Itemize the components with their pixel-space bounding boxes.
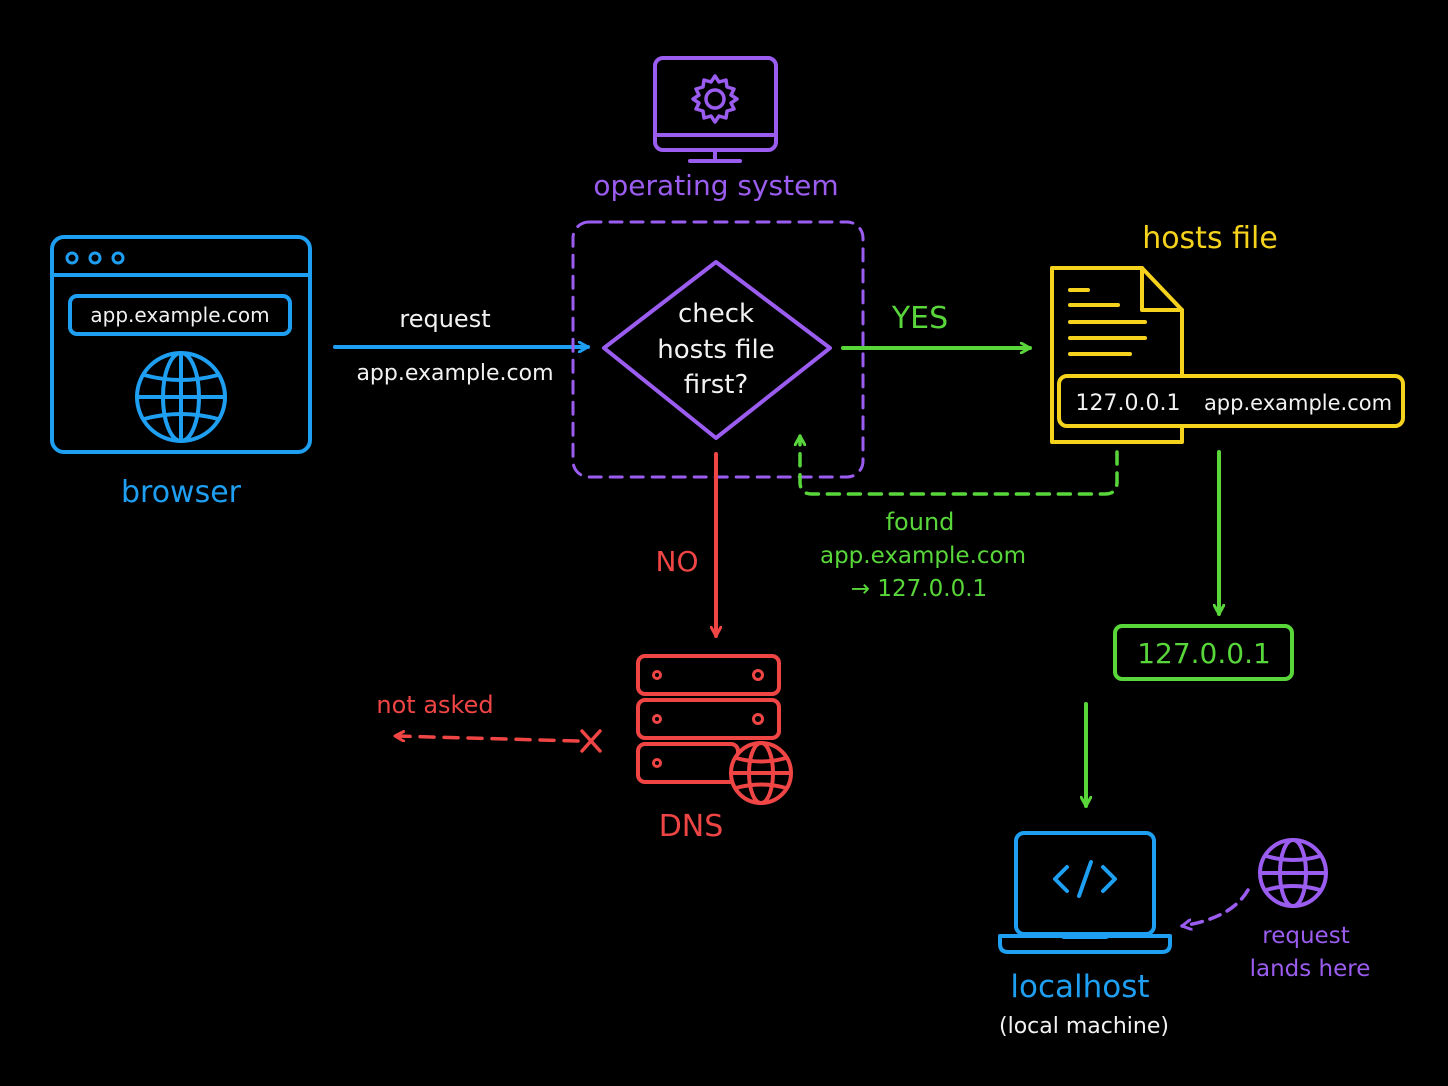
browser-window-icon — [50, 235, 312, 454]
result-ip-box — [1113, 624, 1294, 681]
not-asked-arrow — [393, 736, 580, 743]
gear-icon — [691, 74, 739, 124]
os-label: operating system — [593, 169, 838, 202]
localhost-node — [998, 831, 1172, 954]
localhost-label: localhost — [1010, 969, 1149, 1005]
decision-diamond — [602, 260, 832, 440]
found-text-line1: found — [886, 508, 955, 536]
lands-globe-icon — [1258, 838, 1328, 908]
request-host-label: app.example.com — [356, 361, 553, 386]
dns-node — [636, 654, 793, 805]
globe-icon — [135, 351, 227, 443]
monitor-icon — [653, 56, 778, 163]
found-text-line3: → 127.0.0.1 — [851, 576, 987, 602]
browser-address-bar — [68, 294, 292, 336]
lands-text-line1: request — [1262, 923, 1349, 949]
found-return-arrow — [800, 434, 1119, 496]
server-icon — [636, 654, 781, 784]
no-label: NO — [656, 545, 699, 578]
laptop-code-icon — [998, 831, 1172, 954]
hosts-label: hosts file — [1142, 221, 1278, 256]
operating-system-node — [571, 56, 865, 479]
browser-label: browser — [121, 475, 242, 510]
localhost-sublabel: (local machine) — [999, 1014, 1169, 1039]
dns-label: DNS — [659, 809, 724, 844]
lands-arrow — [1180, 888, 1250, 926]
browser-url-text: app.example.com — [90, 303, 269, 327]
yes-label: YES — [891, 301, 948, 336]
blocked-x-icon — [580, 729, 602, 753]
browser-node — [50, 235, 312, 454]
decision-text-line3: first? — [684, 370, 749, 400]
hosts-file-node — [1050, 266, 1405, 444]
dns-globe-icon — [729, 741, 793, 805]
decision-text-line2: hosts file — [657, 335, 775, 365]
hosts-entry-ip: 127.0.0.1 — [1076, 391, 1181, 416]
hosts-entry-host: app.example.com — [1204, 391, 1392, 415]
hosts-entry-box — [1057, 374, 1405, 428]
result-ip-text: 127.0.0.1 — [1137, 637, 1271, 670]
decision-text-line1: check — [678, 299, 754, 329]
not-asked-label: not asked — [376, 691, 493, 719]
request-label: request — [399, 305, 490, 333]
found-text-line2: app.example.com — [820, 543, 1026, 569]
lands-text-line2: lands here — [1250, 956, 1371, 982]
